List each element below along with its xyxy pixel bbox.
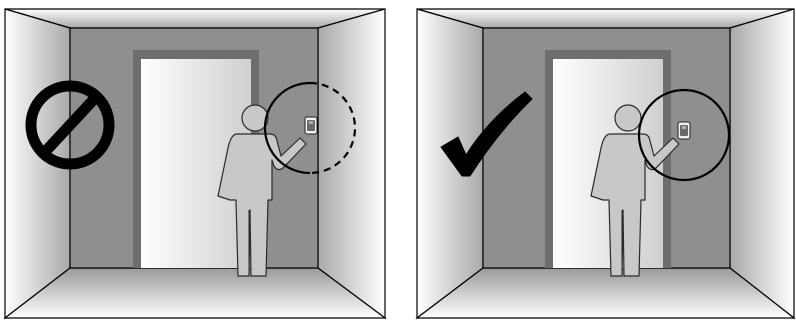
floor — [3, 267, 387, 319]
panel-allowed — [415, 8, 796, 320]
no-entry-icon — [25, 80, 115, 170]
panel-prohibited — [3, 8, 387, 320]
highlight-circle-solid — [637, 88, 731, 182]
checkmark-icon — [440, 91, 533, 177]
floor — [415, 267, 796, 319]
right-wall — [729, 8, 795, 320]
person-silhouette-icon — [217, 104, 307, 277]
wall-device-icon — [304, 116, 318, 135]
right-wall — [317, 8, 386, 320]
wall-device-icon — [677, 121, 691, 140]
person-silhouette-icon — [590, 104, 680, 277]
highlight-circle-dashed — [263, 81, 357, 175]
